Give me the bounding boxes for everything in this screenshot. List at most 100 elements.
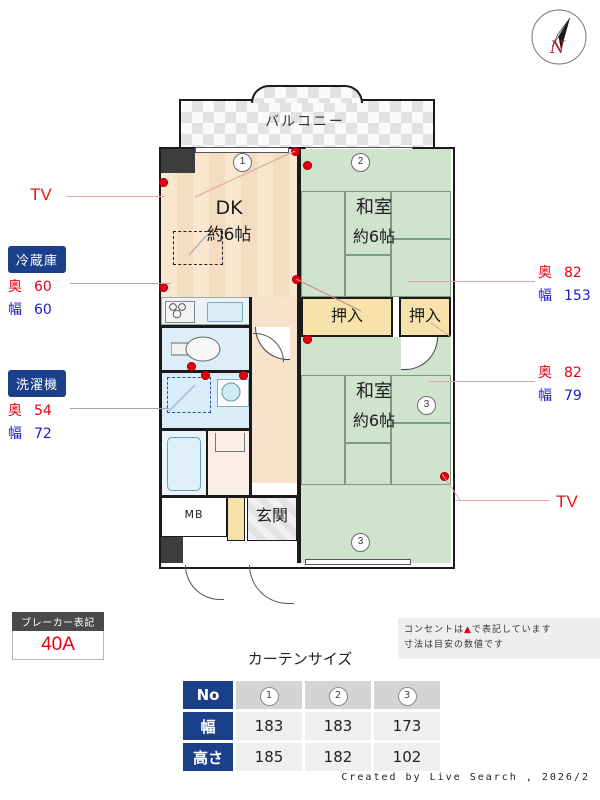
outlet-washitsu-right xyxy=(440,472,449,481)
tatami-lower-e xyxy=(391,423,451,485)
dressing-door-icon xyxy=(215,433,245,452)
fridge-placeholder xyxy=(173,231,223,265)
tv-right-leader xyxy=(455,500,550,501)
note-line-1: コンセントは▲で表記しています xyxy=(404,623,594,638)
pillar-bottom-left xyxy=(161,537,183,563)
washer-width-key: 幅 xyxy=(8,426,22,442)
wall-kitchen-toilet xyxy=(161,325,251,328)
vanity-icon xyxy=(217,379,249,407)
room-dressing xyxy=(207,429,251,497)
row-header-width: 幅 xyxy=(183,712,233,740)
closet-upper-depth-key: 奥 xyxy=(538,265,552,281)
row-header-height: 高さ xyxy=(183,743,233,771)
curtain-height-2: 182 xyxy=(305,743,371,771)
tatami-lower-a xyxy=(301,375,345,485)
outlet-washroom-b xyxy=(239,371,248,380)
curtain-col-2: 2 xyxy=(305,681,371,709)
balcony-bay xyxy=(251,85,363,103)
closet-upper-width-value: 153 xyxy=(564,288,591,304)
outlet-dk-left-a xyxy=(159,178,168,187)
tv-label-right: TV xyxy=(556,492,578,511)
wall-corridor-washitsu xyxy=(297,297,301,563)
tatami-upper-b xyxy=(345,191,391,255)
wall-corridor-left xyxy=(249,297,252,497)
compass: N xyxy=(528,6,590,68)
door-arc-mb xyxy=(185,565,224,600)
curtain-num-2: 2 xyxy=(328,687,348,706)
curtain-col-1: 1 xyxy=(236,681,302,709)
tatami-upper-a xyxy=(301,191,345,297)
note-line1-post: で表記しています xyxy=(471,625,552,635)
note-line-2: 寸法は目安の数値です xyxy=(404,640,505,651)
closet-lower-leader xyxy=(428,381,535,382)
pillar-top-left xyxy=(161,149,195,173)
table-row-no: No 1 2 3 xyxy=(183,681,440,709)
closet-lower-width-key: 幅 xyxy=(538,388,552,404)
washer-width-value: 72 xyxy=(34,426,52,442)
curtain-num-3: 3 xyxy=(397,687,417,706)
outlet-washitsu-mid xyxy=(292,275,301,284)
wall-lower-sill xyxy=(305,559,411,565)
closet-label-2: 押入 xyxy=(408,306,441,325)
entrance-label: 玄関 xyxy=(255,506,288,525)
corridor xyxy=(251,297,297,483)
kitchen-sink-icon xyxy=(207,302,243,322)
tatami-lower-b xyxy=(345,375,391,443)
dk-name: DK xyxy=(215,197,243,219)
tv-label-left: TV xyxy=(30,185,52,204)
closet-upper-leader xyxy=(407,281,535,282)
outlet-dk-top xyxy=(291,147,300,156)
plan-marker-1: 1 xyxy=(233,153,252,172)
tv-right-leader-diagonal xyxy=(441,473,461,501)
plan-marker-2: 2 xyxy=(351,153,370,172)
outlet-washroom-a xyxy=(201,371,210,380)
table-row-height: 高さ 185 182 102 xyxy=(183,743,440,771)
outlet-toilet xyxy=(187,362,196,371)
breaker-value: 40A xyxy=(12,631,104,660)
room-meter-box xyxy=(161,497,227,537)
curtain-num-1: 1 xyxy=(259,687,279,706)
tatami-upper-c xyxy=(345,255,391,297)
washer-leader xyxy=(70,408,169,409)
breaker-callout: ブレーカー表記 40A xyxy=(12,612,104,660)
washer-placeholder xyxy=(167,377,211,413)
washitsu-lower-name: 和室 xyxy=(356,381,392,402)
washer-title: 洗濯機 xyxy=(8,370,67,397)
outlet-washitsu-top xyxy=(303,161,312,170)
fridge-width: 幅 60 xyxy=(8,299,66,319)
fridge-title: 冷蔵庫 xyxy=(8,246,67,273)
toilet-icon xyxy=(170,335,225,363)
washer-depth-key: 奥 xyxy=(8,403,22,419)
closet-upper-depth-value: 82 xyxy=(564,265,582,281)
row-header-no: No xyxy=(183,681,233,709)
fridge-depth-value: 60 xyxy=(34,279,52,295)
shoe-cabinet xyxy=(227,497,245,541)
curtain-col-3: 3 xyxy=(374,681,440,709)
room-washitsu-upper xyxy=(301,149,451,297)
floor-plan: バルコニー DK 約6帖 和室 約6帖 押入 押入 和室 約6帖 xyxy=(155,85,455,604)
curtain-height-3: 102 xyxy=(374,743,440,771)
tatami-upper-e xyxy=(391,239,451,297)
bathtub-icon xyxy=(167,437,201,491)
balcony-label: バルコニー xyxy=(265,114,345,130)
breaker-title: ブレーカー表記 xyxy=(12,612,104,631)
fridge-width-key: 幅 xyxy=(8,302,22,318)
fridge-leader xyxy=(70,283,170,284)
outlet-closet-bottom xyxy=(303,335,312,344)
fridge-width-value: 60 xyxy=(34,302,52,318)
closet-lower-width-value: 79 xyxy=(564,388,582,404)
fridge-depth-key: 奥 xyxy=(8,279,22,295)
wall-bath-entry xyxy=(161,495,297,498)
plan-marker-3b: 3 xyxy=(351,533,370,552)
footer-credit: Created by Live Search , 2026/2 xyxy=(341,772,590,783)
curtain-width-3: 173 xyxy=(374,712,440,740)
washer-width: 幅 72 xyxy=(8,423,66,443)
meter-box-label: MB xyxy=(184,508,204,521)
curtain-width-2: 183 xyxy=(305,712,371,740)
outlet-dk-left-b xyxy=(159,283,168,292)
table-row-width: 幅 183 183 173 xyxy=(183,712,440,740)
